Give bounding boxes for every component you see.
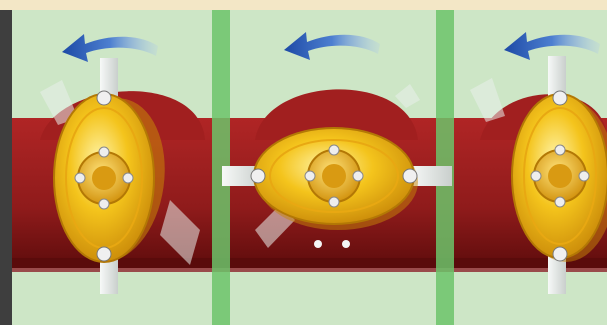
bolt-bottom-left: [97, 247, 111, 261]
bolt-left-center: [251, 169, 265, 183]
left-edge-shadow: [0, 0, 12, 325]
top-strip: [0, 0, 607, 10]
bolt-bottom-right: [553, 247, 567, 261]
bolt-right-center: [403, 169, 417, 183]
bolt-top-right: [553, 91, 567, 105]
bolt-top-left: [97, 91, 111, 105]
